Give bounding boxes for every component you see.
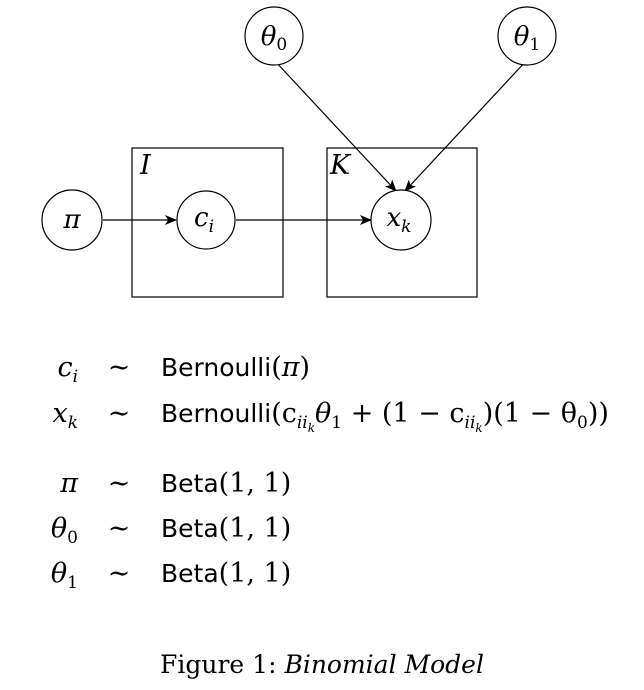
node-pi: π (41, 189, 103, 251)
edge-theta0-xk (273, 59, 397, 192)
equation-ci: ci ∼ Bernoulli(π) (57, 352, 311, 387)
graphical-model: I K θ0 θ1 π ci xk (41, 6, 557, 298)
plate-k-label: K (329, 150, 352, 181)
svg-text:xk: xk (387, 203, 412, 237)
caption-title: Binomial Model (284, 650, 484, 679)
plate-i-label: I (139, 150, 152, 181)
node-ci: ci (176, 190, 236, 250)
equation-theta0: θ0 ∼ Beta(1, 1) (50, 513, 292, 548)
svg-text:θ0: θ0 (261, 22, 287, 55)
figure-caption: Figure 1: Binomial Model (0, 650, 644, 679)
plate-i (131, 147, 284, 298)
node-xk: xk (370, 189, 432, 251)
node-theta0: θ0 (244, 6, 304, 66)
equation-pi: π ∼ Beta(1, 1) (60, 468, 292, 499)
equation-theta1: θ1 ∼ Beta(1, 1) (50, 558, 292, 593)
plate-k (326, 147, 478, 298)
svg-text:ci: ci (194, 203, 214, 237)
equation-xk: xk ∼ Bernoulli(ciikθ1 + (1 − ciik)(1 − θ… (52, 398, 609, 435)
node-theta1: θ1 (497, 6, 557, 66)
svg-text:θ1: θ1 (514, 22, 540, 55)
edge-theta1-xk (404, 59, 528, 192)
caption-prefix: Figure 1: (160, 650, 277, 679)
svg-text:π: π (62, 205, 81, 235)
